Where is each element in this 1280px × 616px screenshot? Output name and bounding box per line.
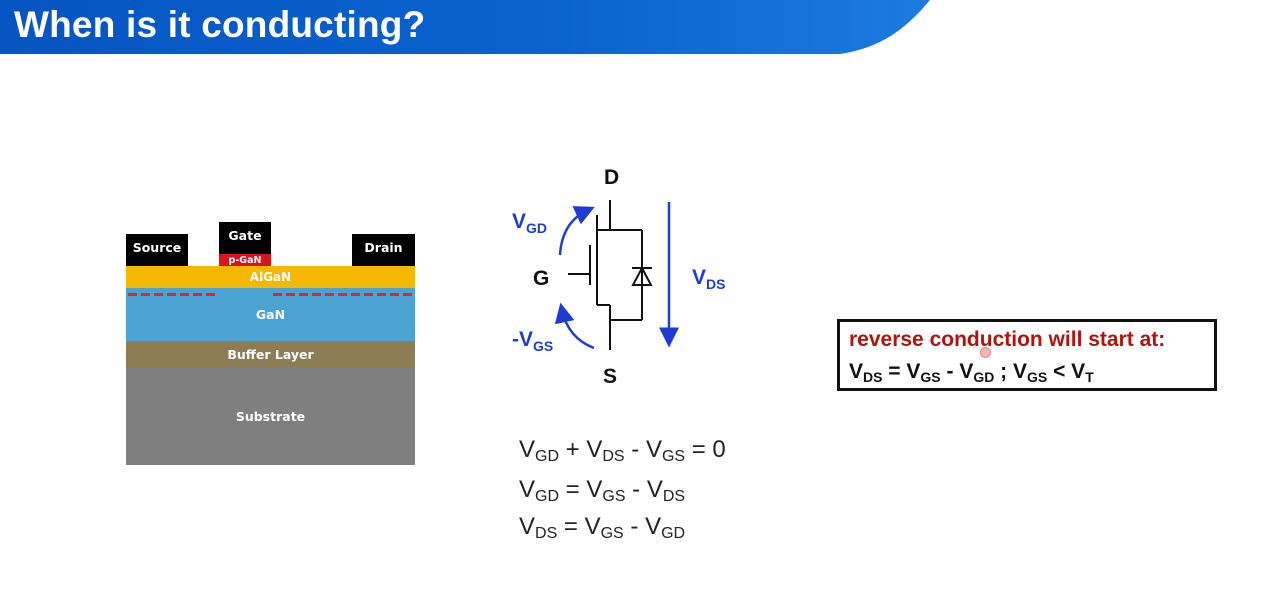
- vds-equation: VDS = VGS - VGD: [519, 513, 686, 542]
- vgd-arrow: [558, 206, 595, 256]
- 2deg-channel-left: [128, 293, 216, 296]
- kvl-equation: VGD + VDS - VGS = 0: [519, 436, 726, 465]
- neg-vgs-label: -VGS: [512, 328, 553, 354]
- title-banner: [0, 0, 930, 54]
- callout-formula: VDS = VGS - VGD ; VGS < VT: [849, 360, 1094, 385]
- transistor-symbol-body: [568, 200, 643, 350]
- algan-layer: AlGaN: [126, 266, 415, 288]
- drain-terminal-label: D: [604, 166, 619, 189]
- vds-label: VDS: [692, 266, 725, 292]
- substrate-layer: Substrate: [126, 367, 415, 465]
- vgd-label: VGD: [512, 210, 547, 236]
- laser-pointer-dot: [980, 347, 991, 358]
- vgd-equation: VGD = VGS - VDS: [519, 476, 686, 505]
- p-gan-layer: p-GaN: [219, 254, 271, 267]
- gate-terminal-label: G: [533, 267, 549, 290]
- gan-layer: GaN: [126, 288, 415, 341]
- slide-title: When is it conducting?: [14, 4, 426, 45]
- body-diode-symbol: [631, 265, 653, 286]
- source-contact: Source: [126, 234, 188, 266]
- gate-contact: Gate: [219, 222, 271, 254]
- reverse-conduction-callout: reverse conduction will start at: VDS = …: [837, 319, 1217, 391]
- source-terminal-label: S: [603, 365, 617, 388]
- 2deg-channel-right: [273, 293, 415, 296]
- drain-contact: Drain: [352, 234, 415, 266]
- vgs-arrow: [554, 302, 595, 350]
- gan-transistor-symbol: D G S VGD -VGS VDS: [512, 166, 725, 388]
- buffer-layer: Buffer Layer: [126, 341, 415, 367]
- callout-title: reverse conduction will start at:: [849, 328, 1166, 351]
